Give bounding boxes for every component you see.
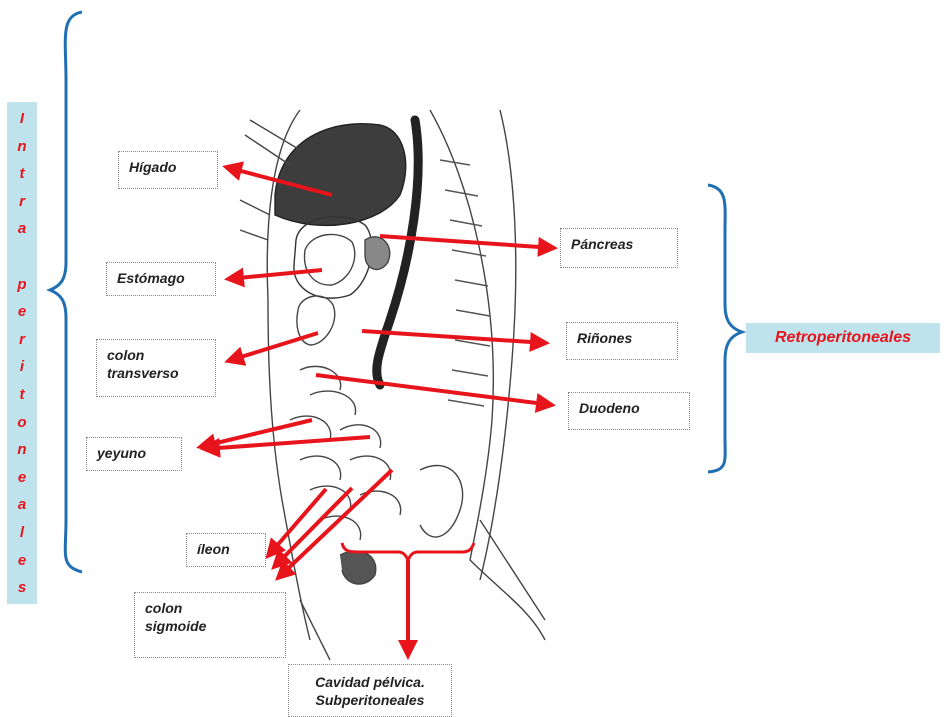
- intraperitoneales-letter: l: [7, 524, 37, 541]
- label-ileon: íleon: [186, 533, 266, 567]
- arrow-estomago: [228, 270, 322, 279]
- retroperitoneales-banner: Retroperitoneales: [746, 323, 940, 353]
- arrow-colon-transverso: [228, 333, 318, 361]
- label-colon-sigmoide-line1: colon: [145, 599, 275, 617]
- intraperitoneales-letter: e: [7, 552, 37, 569]
- intraperitoneales-letter: n: [7, 441, 37, 458]
- label-rinones: Riñones: [566, 322, 678, 360]
- intraperitoneales-letter: t: [7, 386, 37, 403]
- intraperitoneales-letter: r: [7, 331, 37, 348]
- label-colon-sigmoide-line2: sigmoide: [145, 617, 275, 635]
- intraperitoneales-letter: e: [7, 303, 37, 320]
- intraperitoneales-letter: t: [7, 165, 37, 182]
- intraperitoneales-letter: r: [7, 193, 37, 210]
- label-colon-sigmoide: colon sigmoide: [134, 592, 286, 658]
- arrow-rinones: [362, 331, 546, 343]
- label-cavidad-pelvica-line1: Cavidad pélvica.: [295, 673, 445, 691]
- retroperitoneal-brace: [708, 185, 742, 472]
- intraperitoneales-letter: o: [7, 414, 37, 431]
- label-colon-transverso-line2: transverso: [107, 364, 205, 382]
- label-cavidad-pelvica: Cavidad pélvica. Subperitoneales: [288, 664, 452, 717]
- intraperitoneales-letter: e: [7, 469, 37, 486]
- label-estomago: Estómago: [106, 262, 216, 296]
- label-higado: Hígado: [118, 151, 218, 189]
- label-pancreas: Páncreas: [560, 228, 678, 268]
- label-colon-transverso: colon transverso: [96, 339, 216, 397]
- intraperitoneales-letter: a: [7, 496, 37, 513]
- label-duodeno: Duodeno: [568, 392, 690, 430]
- intraperitoneal-brace: [50, 12, 82, 572]
- intraperitoneales-letter: a: [7, 220, 37, 237]
- intraperitoneales-letter: s: [7, 579, 37, 596]
- label-cavidad-pelvica-line2: Subperitoneales: [295, 691, 445, 709]
- intraperitoneales-letter: i: [7, 358, 37, 375]
- intraperitoneales-letter: I: [7, 110, 37, 127]
- intraperitoneales-letter: n: [7, 138, 37, 155]
- intraperitoneales-letter: p: [7, 276, 37, 293]
- label-colon-transverso-line1: colon: [107, 346, 205, 364]
- label-yeyuno: yeyuno: [86, 437, 182, 471]
